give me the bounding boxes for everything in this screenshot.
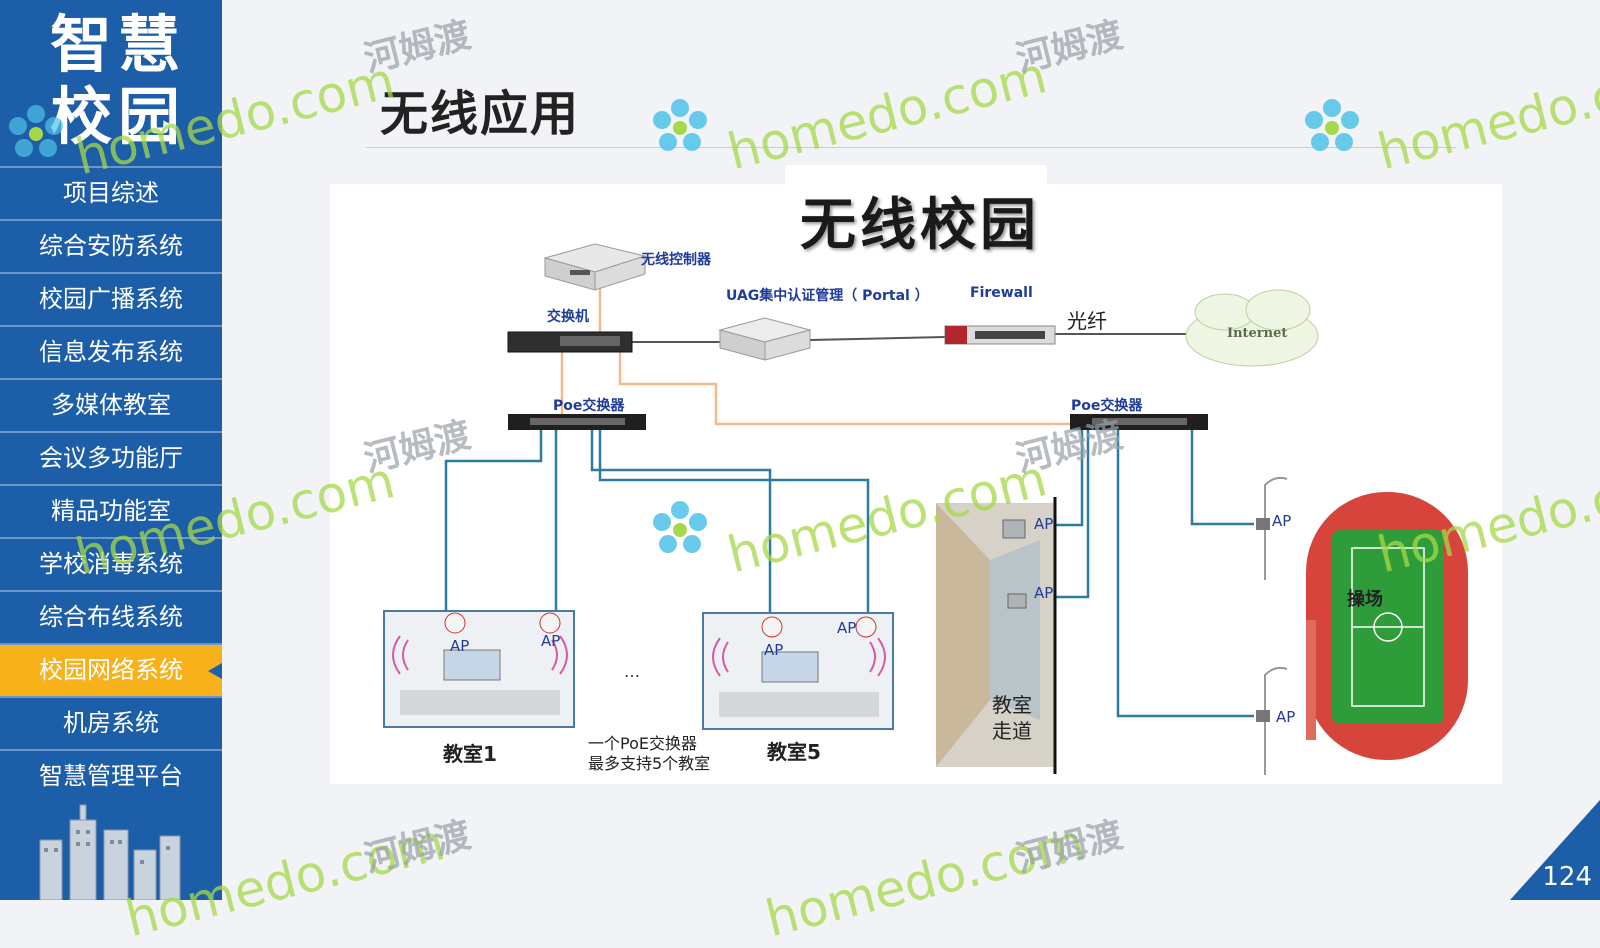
poe-line-field-1: [1190, 428, 1254, 526]
city-skyline-icon: [39, 804, 181, 900]
uag-label: UAG集中认证管理（ Portal ）: [726, 288, 929, 304]
uplink-switch-poe-right: [618, 350, 1075, 426]
poe-lines: [444, 428, 1254, 718]
ap-label-corridor-1: AP: [1034, 515, 1054, 533]
switch-icon: [507, 331, 633, 353]
ap-label-field-1: AP: [1272, 512, 1292, 530]
title-divider: [366, 147, 1456, 148]
poe-line-classroom5-right: [598, 428, 870, 612]
poe-note-line1: 一个PoE交换器: [588, 734, 697, 753]
nav-item-conference[interactable]: 会议多功能厅: [0, 431, 222, 484]
classroom1-caption: 教室1: [443, 742, 497, 766]
slide-title: 无线应用: [380, 86, 581, 142]
uplink-lines: [560, 285, 1075, 426]
firewall-label: Firewall: [970, 285, 1033, 301]
nav-item-multimedia[interactable]: 多媒体教室: [0, 378, 222, 431]
ap-label-classroom5-b: AP: [837, 619, 857, 637]
ap-label-corridor-2: AP: [1034, 584, 1054, 602]
classroom5-image: [702, 612, 894, 730]
nav-item-management[interactable]: 智慧管理平台: [0, 749, 222, 802]
brand-title: 智慧 校园: [0, 0, 222, 164]
diagram-title-tab: [785, 165, 1047, 195]
watermark-flower-icon: [653, 501, 707, 553]
nav-item-cabling[interactable]: 综合布线系统: [0, 590, 222, 643]
poe-line-classroom5-left: [590, 428, 772, 615]
watermark-flower-icon: [1305, 99, 1359, 151]
ellipsis-label: …: [624, 662, 640, 681]
poe-switch-right-icon: [1070, 414, 1208, 430]
nav-item-server-room[interactable]: 机房系统: [0, 696, 222, 749]
poe-switch-left-label: Poe交换器: [553, 398, 625, 414]
ap-label-classroom1-a: AP: [450, 637, 470, 655]
watermark-flower-icon: [653, 99, 707, 151]
corridor-caption-line1: 教室: [992, 693, 1032, 717]
sidebar: 智慧 校园 项目综述 综合安防系统 校园广播系统 信息发布系统 多媒体教室 会议…: [0, 0, 222, 900]
classroom1-image: [383, 610, 575, 728]
diagram-title: 无线校园: [800, 193, 1040, 258]
corner-decoration: [1510, 800, 1600, 900]
switch-label: 交换机: [547, 309, 589, 325]
internet-cloud-icon: [1185, 289, 1319, 367]
nav-item-security[interactable]: 综合安防系统: [0, 219, 222, 272]
wireless-controller-icon: [543, 243, 647, 291]
light-pole-icons: [1256, 476, 1288, 775]
wireless-controller-label: 无线控制器: [641, 252, 711, 268]
brand-line-1: 智慧: [50, 8, 187, 81]
ap-label-classroom5-a: AP: [764, 641, 784, 659]
backbone-lines: [632, 333, 1192, 343]
poe-note-line2: 最多支持5个教室: [588, 754, 711, 773]
ap-label-field-2: AP: [1276, 708, 1296, 726]
nav-item-disinfection[interactable]: 学校消毒系统: [0, 537, 222, 590]
page-number: 124: [1542, 862, 1592, 892]
corridor-image: [936, 497, 1057, 774]
uag-device-icon: [718, 317, 812, 361]
network-diagram: [383, 243, 1468, 775]
internet-label: Internet: [1227, 326, 1288, 341]
sidebar-nav: 项目综述 综合安防系统 校园广播系统 信息发布系统 多媒体教室 会议多功能厅 精…: [0, 166, 222, 802]
classroom5-caption: 教室5: [767, 740, 821, 764]
poe-line-corridor-1: [1044, 428, 1084, 527]
nav-item-function-room[interactable]: 精品功能室: [0, 484, 222, 537]
watermark-flower-icon: [9, 105, 63, 157]
fiber-label: 光纤: [1067, 309, 1107, 333]
playground-caption: 操场: [1347, 589, 1383, 610]
poe-switch-right-label: Poe交换器: [1071, 398, 1143, 414]
ap-label-classroom1-b: AP: [541, 632, 561, 650]
nav-item-network[interactable]: 校园网络系统: [0, 643, 222, 696]
nav-item-overview[interactable]: 项目综述: [0, 166, 222, 219]
playground-image: [1306, 492, 1468, 760]
poe-switch-left-icon: [508, 414, 646, 430]
brand-line-2: 校园: [50, 80, 187, 153]
line-uag-firewall: [809, 336, 946, 341]
nav-item-broadcast[interactable]: 校园广播系统: [0, 272, 222, 325]
poe-line-classroom1-left: [444, 428, 543, 612]
firewall-icon: [944, 325, 1056, 345]
poe-line-field-2: [1116, 428, 1254, 718]
nav-item-info-release[interactable]: 信息发布系统: [0, 325, 222, 378]
corridor-caption-line2: 走道: [992, 719, 1032, 743]
